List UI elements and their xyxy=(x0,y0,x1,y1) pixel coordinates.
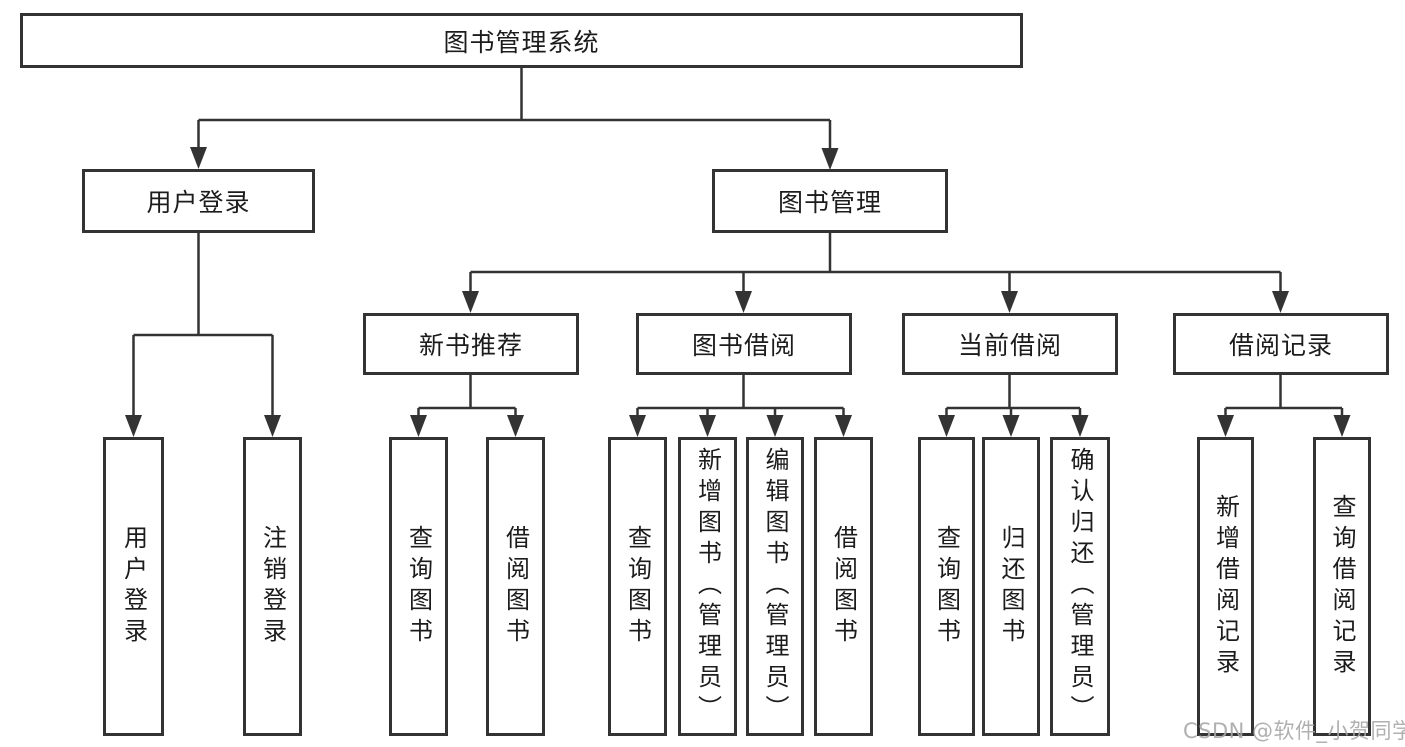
node-bb-borrow-books: 借阅图书 xyxy=(814,437,873,736)
node-leaf-logout: 注销登录 xyxy=(243,437,302,736)
node-bb-add-books: 新增图书（管理员） xyxy=(678,437,737,736)
connector-userlogin-to-leaves xyxy=(125,233,281,437)
node-book-borrowing: 图书借阅 xyxy=(636,313,852,375)
node-book-management-label: 图书管理 xyxy=(777,188,882,217)
connector-root-to-level2 xyxy=(190,68,839,170)
node-user-login: 用户登录 xyxy=(82,169,315,233)
node-current-borrowing: 当前借阅 xyxy=(902,313,1118,375)
node-book-management: 图书管理 xyxy=(712,169,948,233)
node-leaf-user-login: 用户登录 xyxy=(103,437,164,736)
node-nbr-borrow-books-label: 借阅图书 xyxy=(501,524,530,649)
node-bb-query-books: 查询图书 xyxy=(608,437,667,736)
node-br-query-record: 查询借阅记录 xyxy=(1313,437,1371,736)
connector-currentborrow-to-leaves xyxy=(938,375,1089,437)
node-cb-confirm-return: 确认归还（管理员） xyxy=(1050,437,1110,736)
node-new-book-recommend-label: 新书推荐 xyxy=(418,331,523,360)
node-bb-add-books-label: 新增图书（管理员） xyxy=(693,447,722,726)
watermark-text: CSDN @软件_小贺同学 xyxy=(1183,719,1405,743)
node-bb-edit-books-label: 编辑图书（管理员） xyxy=(761,447,789,726)
node-nbr-query-books: 查询图书 xyxy=(389,437,448,736)
node-user-login-label: 用户登录 xyxy=(146,188,251,217)
node-cb-confirm-return-label: 确认归还（管理员） xyxy=(1066,447,1094,726)
node-root: 图书管理系统 xyxy=(20,13,1023,68)
node-br-query-record-label: 查询借阅记录 xyxy=(1328,493,1356,680)
connector-bookmgmt-to-level3 xyxy=(462,233,1289,313)
node-br-add-record-label: 新增借阅记录 xyxy=(1211,493,1240,680)
node-borrowing-records-label: 借阅记录 xyxy=(1228,331,1333,360)
connector-newbookrec-to-leaves xyxy=(410,375,524,437)
node-nbr-query-books-label: 查询图书 xyxy=(404,524,433,649)
node-cb-return-books: 归还图书 xyxy=(982,437,1040,736)
node-bb-edit-books: 编辑图书（管理员） xyxy=(746,437,804,736)
node-bb-borrow-books-label: 借阅图书 xyxy=(829,524,858,649)
node-bb-query-books-label: 查询图书 xyxy=(623,524,652,649)
node-cb-return-books-label: 归还图书 xyxy=(997,524,1025,649)
node-root-label: 图书管理系统 xyxy=(443,27,600,57)
node-new-book-recommend: 新书推荐 xyxy=(363,313,579,375)
connector-bookborrow-to-leaves xyxy=(629,375,852,437)
node-cb-query-books-label: 查询图书 xyxy=(932,524,961,649)
node-br-add-record: 新增借阅记录 xyxy=(1197,437,1254,736)
node-leaf-user-login-label: 用户登录 xyxy=(119,524,148,649)
node-leaf-logout-label: 注销登录 xyxy=(258,524,287,649)
node-nbr-borrow-books: 借阅图书 xyxy=(486,437,545,736)
connector-borrowrecord-to-leaves xyxy=(1217,375,1351,437)
node-book-borrowing-label: 图书借阅 xyxy=(691,331,796,360)
node-current-borrowing-label: 当前借阅 xyxy=(957,331,1062,360)
node-borrowing-records: 借阅记录 xyxy=(1173,313,1389,375)
node-cb-query-books: 查询图书 xyxy=(918,437,975,736)
